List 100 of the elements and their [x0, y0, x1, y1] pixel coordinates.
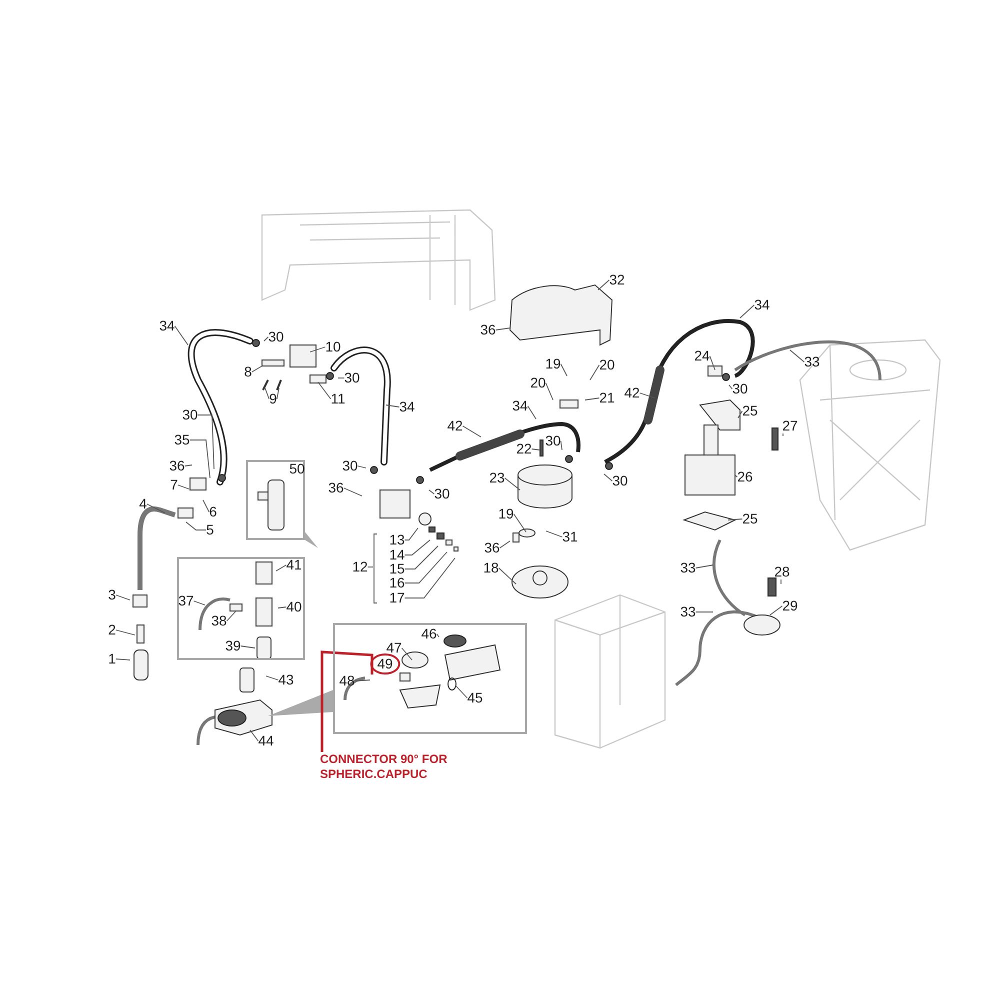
callout-number: 42 [624, 386, 640, 400]
callout-number: 8 [244, 364, 252, 380]
callout-number: 36 [169, 458, 185, 474]
leader-line [527, 406, 536, 420]
leader-line [545, 382, 554, 400]
callout-number: 28 [774, 564, 790, 580]
callout-number: 22 [516, 442, 532, 456]
callout-number: 46 [421, 626, 437, 642]
leader-line [790, 350, 805, 362]
leader-line [590, 364, 600, 380]
callout-number: 9 [269, 392, 277, 406]
callout-number: 7 [170, 478, 178, 492]
callout-number: 30 [545, 434, 561, 448]
callout-number: 36 [328, 480, 344, 496]
leader-line [202, 500, 210, 512]
callout-number: 19 [498, 506, 514, 522]
callout-number: 15 [389, 562, 405, 576]
callout-number: 17 [389, 590, 405, 606]
leader-line [495, 328, 510, 330]
callout-number: 5 [206, 522, 214, 538]
callout-number: 42 [447, 418, 463, 434]
leader-line [115, 630, 136, 636]
annotation-line [320, 650, 374, 752]
leader-line [770, 606, 783, 616]
leader-line [184, 464, 192, 466]
leader-line [354, 680, 370, 682]
leader-line [310, 346, 326, 352]
leader-line [728, 518, 743, 520]
leader-line [357, 466, 366, 468]
callout-number: 41 [286, 558, 302, 572]
callout-number: 2 [108, 622, 116, 638]
leader-line [278, 606, 287, 608]
callout-number: 24 [694, 348, 710, 364]
callout-number: 37 [178, 594, 194, 608]
leader-line [343, 488, 362, 496]
leader-line [604, 474, 613, 482]
callout-number: 19 [545, 356, 561, 372]
callout-number: 33 [680, 560, 696, 576]
leader-line [266, 676, 279, 680]
leader-line [584, 398, 600, 400]
leader-line [226, 610, 236, 622]
callout-number: 30 [434, 486, 450, 502]
leader-line [498, 568, 516, 584]
callout-number: 16 [389, 576, 405, 590]
leader-line [709, 356, 716, 370]
callout-number: 30 [342, 458, 358, 474]
leader-line [499, 540, 510, 548]
leader-line [146, 504, 166, 514]
callout-number: 40 [286, 600, 302, 614]
leader-line [639, 392, 656, 398]
callout-number: 29 [782, 598, 798, 614]
callout-number: 30 [344, 370, 360, 386]
leader-line [193, 600, 206, 606]
callout-number: 38 [211, 614, 227, 628]
callout-number: 47 [386, 640, 402, 656]
callout-number: 32 [609, 272, 625, 288]
callout-number: 33 [680, 604, 696, 620]
leader-line [740, 304, 755, 318]
callout-number: 6 [209, 504, 217, 520]
leader-line [456, 686, 468, 698]
leader-line [695, 564, 714, 568]
callout-number: 30 [268, 330, 284, 344]
leader-line [780, 579, 782, 584]
callout-number: 34 [159, 318, 175, 334]
callout-number: 39 [225, 638, 241, 654]
leader-line [782, 433, 784, 436]
callout-number: 3 [108, 588, 116, 602]
leader-line [404, 540, 430, 556]
callout-number: 27 [782, 418, 798, 434]
callout-number: 34 [512, 398, 528, 414]
leader-line [428, 490, 435, 494]
leader-line [276, 564, 287, 572]
callout-number: 26 [737, 470, 753, 484]
callout-number: 43 [278, 672, 294, 688]
callout-number: 50 [289, 462, 305, 476]
leader-line [177, 484, 190, 490]
leader-line [251, 366, 262, 372]
leader-line [250, 730, 259, 742]
leader-line [546, 530, 563, 538]
leader-line [531, 448, 540, 450]
callout-number: 36 [480, 322, 496, 338]
callout-number: 35 [174, 432, 190, 448]
leader-line [513, 514, 526, 532]
leader-line [367, 566, 374, 568]
annotation-note: CONNECTOR 90° FOR SPHERIC.CAPPUC [320, 752, 470, 782]
callout-number: 12 [352, 560, 368, 574]
leader-line [197, 414, 214, 470]
callout-number: 30 [732, 382, 748, 396]
callout-number: 21 [599, 390, 615, 406]
leader-line [174, 326, 188, 346]
leader-line [404, 558, 456, 598]
leader-line [734, 474, 738, 478]
callout-number: 25 [742, 404, 758, 418]
leader-line [404, 552, 448, 584]
leader-line [264, 388, 270, 400]
detail-inset-box [177, 557, 305, 660]
callout-number: 18 [483, 560, 499, 576]
callout-number: 25 [742, 512, 758, 526]
leader-line [318, 382, 332, 400]
callout-number: 23 [489, 470, 505, 486]
